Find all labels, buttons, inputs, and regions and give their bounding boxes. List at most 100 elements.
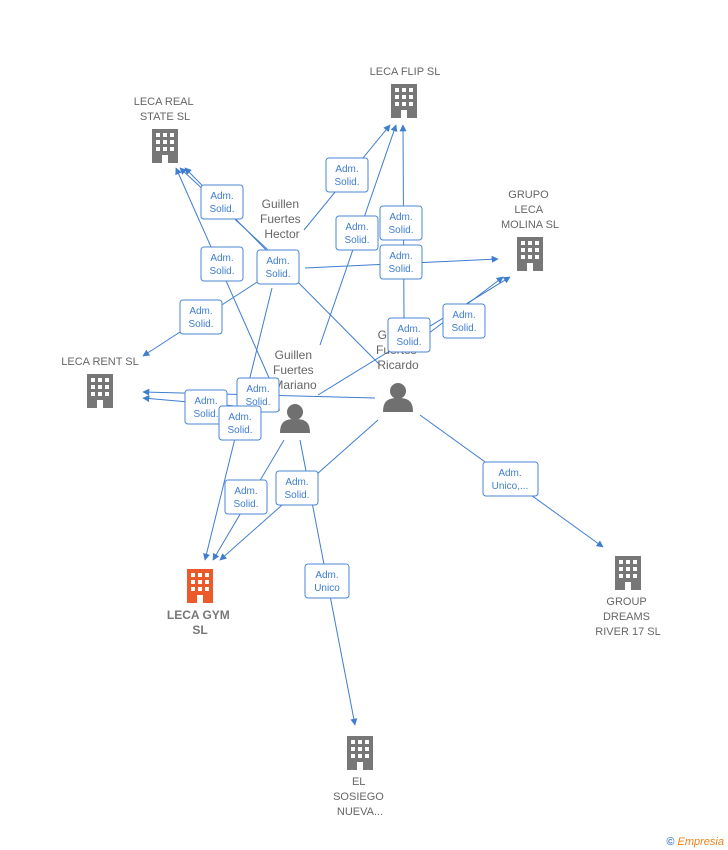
role-badge[interactable]: Adm. Solid. — [325, 157, 369, 193]
company-label: LECA REAL — [134, 96, 194, 108]
role-badge[interactable]: Adm. Solid. — [184, 389, 228, 425]
role-badge-line: Adm. — [210, 253, 233, 264]
svg-text:GRUPO LECA MOLINA: GRUPO LECA MOLINA SL — [501, 189, 559, 231]
building-icon — [187, 569, 213, 603]
role-badge-line: Unico — [314, 583, 340, 594]
building-icon — [615, 556, 641, 590]
role-badge-line: Adm. — [246, 384, 269, 395]
person-label: Ricardo — [377, 358, 419, 372]
role-badge-line: Solid. — [209, 204, 234, 215]
svg-text:LECA GYM SL: LECA GYM SL — [167, 608, 233, 637]
role-badge-line: Adm. — [234, 486, 257, 497]
role-badge-line: Adm. — [452, 310, 475, 321]
role-badge-line: Solid. — [245, 397, 270, 408]
role-badge[interactable]: Adm. Solid. — [442, 303, 486, 339]
building-icon — [87, 374, 113, 408]
company-label: STATE SL — [140, 111, 190, 123]
role-badge[interactable]: Adm. Solid. — [200, 184, 244, 220]
role-badge-line: Adm. — [228, 412, 251, 423]
person-label: Hector — [264, 227, 299, 241]
company-label: LECA — [514, 204, 543, 216]
role-badge-line: Unico,... — [492, 481, 529, 492]
company-label: GRUPO — [508, 189, 549, 201]
role-badge-line: Adm. — [389, 212, 412, 223]
role-badge-line: Solid. — [227, 425, 252, 436]
role-badge[interactable]: Adm. Solid. — [236, 377, 280, 413]
role-badge-line: Solid. — [188, 319, 213, 330]
company-leca-flip[interactable]: LECA FLIP SL — [370, 66, 441, 118]
role-badge[interactable]: Adm. Solid. — [224, 479, 268, 515]
role-badge[interactable]: Adm. Solid. — [200, 246, 244, 282]
role-badge-line: Adm. — [189, 306, 212, 317]
person-label: Guillen — [262, 197, 299, 211]
company-label: NUEVA... — [337, 806, 383, 818]
svg-text:Guillen Fuertes Ma: Guillen Fuertes Mariano — [273, 348, 317, 392]
role-badge-line: Solid. — [284, 490, 309, 501]
role-badge-line: Solid. — [396, 337, 421, 348]
role-badge[interactable]: Adm. Solid. — [275, 470, 319, 506]
role-badge-line: Adm. — [194, 396, 217, 407]
building-icon — [347, 736, 373, 770]
building-icon — [152, 129, 178, 163]
brand-name[interactable]: Empresia — [677, 836, 724, 848]
company-label: SL — [192, 623, 207, 637]
role-badge[interactable]: Adm. Solid. — [179, 299, 223, 335]
role-badge-line: Solid. — [193, 409, 218, 420]
building-icon — [517, 237, 543, 271]
role-badge-line: Adm. — [315, 570, 338, 581]
role-badge-line: Solid. — [265, 269, 290, 280]
company-label: GROUP — [606, 596, 646, 608]
person-label: Guillen — [275, 348, 312, 362]
role-badge-line: Solid. — [388, 225, 413, 236]
role-badge-line: Solid. — [334, 177, 359, 188]
svg-text:LECA REAL STATE SL: LECA REAL STATE SL — [134, 96, 197, 123]
svg-text:EL SOSIEGO NUEVA..: EL SOSIEGO NUEVA... — [333, 776, 387, 818]
person-mariano[interactable]: Guillen Fuertes Mariano — [273, 348, 317, 433]
company-leca-rent[interactable]: LECA RENT SL — [61, 356, 139, 408]
role-badge[interactable]: Adm. Solid. — [379, 205, 423, 241]
role-badge[interactable]: Adm. Unico,... — [482, 461, 539, 497]
svg-text:Guillen Fuertes He: Guillen Fuertes Hector — [260, 197, 304, 241]
role-badge-line: Solid. — [451, 323, 476, 334]
company-label: DREAMS — [603, 611, 650, 623]
role-badge[interactable]: Adm. Solid. — [256, 249, 300, 285]
company-label: LECA FLIP SL — [370, 66, 441, 78]
role-badge-line: Adm. — [397, 324, 420, 335]
role-badge[interactable]: Adm. Unico — [304, 563, 350, 599]
footer-brand: ©Empresia — [666, 836, 724, 848]
svg-text:LECA FLIP SL: LECA FLIP SL — [370, 66, 441, 78]
svg-text:LECA RENT SL: LECA RENT SL — [61, 356, 138, 368]
company-label: SOSIEGO — [333, 791, 384, 803]
company-label: LECA RENT SL — [61, 356, 138, 368]
company-leca-gym[interactable]: LECA GYM SL — [167, 569, 233, 637]
role-badge-line: Adm. — [498, 468, 521, 479]
role-badge-line: Adm. — [210, 191, 233, 202]
company-label: MOLINA SL — [501, 219, 559, 231]
role-badge-line: Adm. — [345, 222, 368, 233]
role-badge-line: Adm. — [335, 164, 358, 175]
role-badge[interactable]: Adm. Solid. — [335, 215, 379, 251]
person-label: Mariano — [273, 378, 317, 392]
company-label: RIVER 17 SL — [595, 626, 660, 638]
person-icon — [280, 404, 310, 433]
person-hector[interactable]: Guillen Fuertes Hector — [260, 197, 304, 241]
person-icon — [383, 383, 413, 412]
building-icon — [391, 84, 417, 118]
company-group-dreams[interactable]: GROUP DREAMS RIVER 17 SL — [595, 556, 661, 638]
company-grupo-leca-molina[interactable]: GRUPO LECA MOLINA SL — [501, 189, 559, 271]
role-badge-line: Adm. — [285, 477, 308, 488]
role-badge-line: Adm. — [266, 256, 289, 267]
role-badge-line: Adm. — [389, 251, 412, 262]
role-badge[interactable]: Adm. Solid. — [379, 244, 423, 280]
role-badge-line: Solid. — [344, 235, 369, 246]
svg-text:GROUP DREAMS RIVER: GROUP DREAMS RIVER 17 SL — [595, 596, 660, 638]
company-label: EL — [352, 776, 365, 788]
role-badge[interactable]: Adm. Solid. — [218, 405, 262, 441]
person-label: Fuertes — [260, 212, 301, 226]
role-badge-line: Solid. — [388, 264, 413, 275]
company-leca-real-state[interactable]: LECA REAL STATE SL — [134, 96, 197, 163]
role-badge[interactable]: Adm. Solid. — [387, 317, 431, 353]
copyright-icon: © — [666, 836, 675, 848]
company-el-sosiego[interactable]: EL SOSIEGO NUEVA... — [333, 736, 387, 818]
